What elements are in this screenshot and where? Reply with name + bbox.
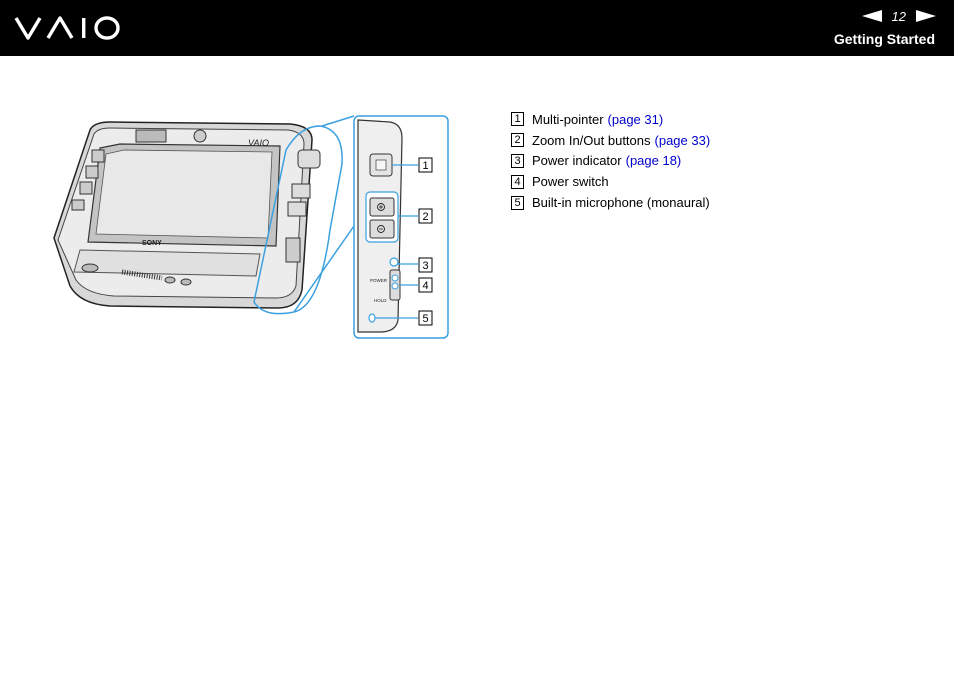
item-text: Power indicator bbox=[532, 153, 622, 169]
item-number: 3 bbox=[511, 153, 524, 168]
callout-3: 3 bbox=[418, 257, 433, 273]
list-item: 1 Multi-pointer (page 31) bbox=[511, 109, 710, 130]
device-body bbox=[53, 121, 321, 309]
callout-number: 3 bbox=[422, 260, 428, 272]
callout-number: 5 bbox=[422, 313, 428, 325]
left-arrow-icon[interactable] bbox=[861, 10, 882, 22]
item-text: Multi-pointer bbox=[532, 111, 604, 127]
callout-number: 1 bbox=[422, 160, 428, 172]
item-text: Power switch bbox=[532, 174, 609, 190]
highlight-outline bbox=[253, 125, 343, 315]
zoom-panel bbox=[353, 115, 449, 339]
item-number: 1 bbox=[511, 112, 524, 127]
callout-number: 4 bbox=[422, 280, 428, 292]
page-link[interactable]: (page 18) bbox=[625, 153, 682, 169]
list-item: 4 Power switch bbox=[511, 171, 710, 192]
device-illustration: SONY VAIO POWER HOLD 1 bbox=[53, 115, 449, 339]
item-number: 4 bbox=[511, 174, 524, 189]
page-link[interactable]: (page 31) bbox=[607, 111, 664, 127]
section-title: Getting Started bbox=[833, 31, 935, 47]
callout-5: 5 bbox=[418, 310, 433, 326]
list-item: 3 Power indicator (page 18) bbox=[511, 151, 710, 172]
power-label: POWER bbox=[370, 278, 388, 283]
component-list: 1 Multi-pointer (page 31) 2 Zoom In/Out … bbox=[511, 109, 710, 213]
page-navigation: 12 bbox=[861, 8, 936, 24]
item-text: Zoom In/Out buttons bbox=[532, 132, 651, 148]
vaio-logo bbox=[14, 16, 120, 40]
callout-1: 1 bbox=[418, 157, 433, 173]
right-arrow-icon[interactable] bbox=[916, 10, 936, 22]
callout-4: 4 bbox=[418, 277, 433, 293]
item-number: 5 bbox=[511, 195, 524, 210]
item-number: 2 bbox=[511, 133, 524, 148]
page-number: 12 bbox=[891, 8, 906, 24]
callout-2: 2 bbox=[418, 208, 433, 224]
hold-label: HOLD bbox=[374, 298, 387, 303]
list-item: 2 Zoom In/Out buttons (page 33) bbox=[511, 130, 710, 151]
list-item: 5 Built-in microphone (monaural) bbox=[511, 192, 710, 213]
callout-number: 2 bbox=[422, 211, 428, 223]
item-text: Built-in microphone (monaural) bbox=[532, 195, 710, 211]
device-vaio-label: VAIO bbox=[248, 138, 269, 148]
page-link[interactable]: (page 33) bbox=[654, 132, 711, 148]
device-brand-label: SONY bbox=[142, 240, 162, 247]
page-header: 12 Getting Started bbox=[0, 0, 954, 56]
